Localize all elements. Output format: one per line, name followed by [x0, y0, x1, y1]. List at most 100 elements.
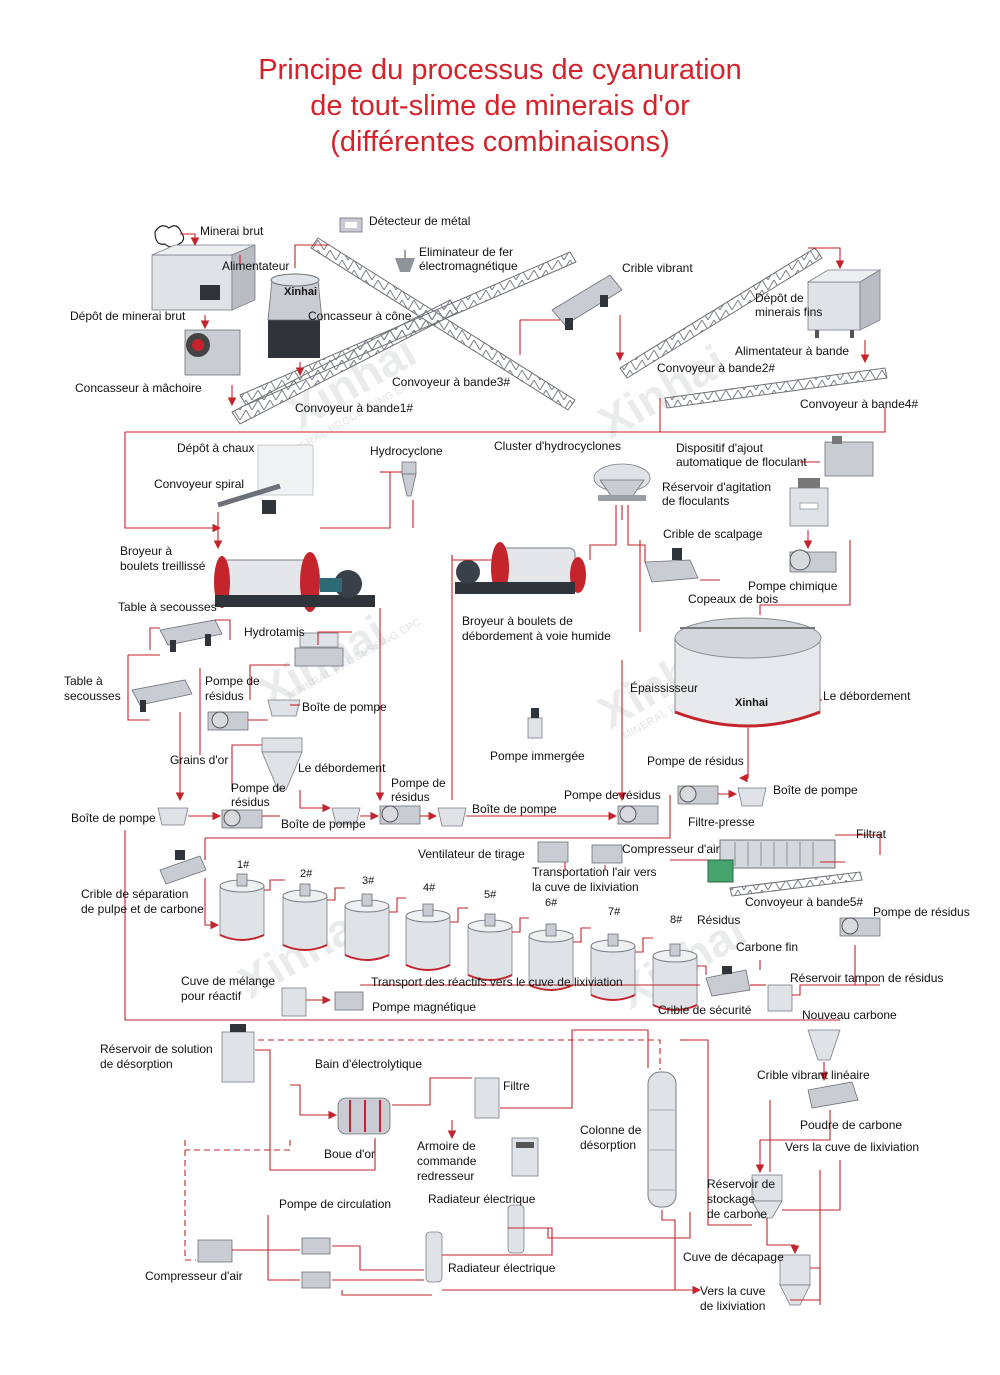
linear-vibrating-screen-icon [807, 1081, 859, 1109]
label-convoyeur-2: Convoyeur à bande2# [657, 361, 775, 375]
label-colonne-1: Colonne de [580, 1123, 642, 1137]
label-bain-electrolytique: Bain d'électrolytique [315, 1057, 422, 1071]
label-crible-separation-1: Crible de séparation [81, 887, 188, 901]
filter-press-icon [707, 839, 836, 883]
label-convoyeur-1: Convoyeur à bande1# [295, 401, 413, 415]
label-transport-reactifs: Transport des réactifs vers le cuve de l… [371, 975, 623, 989]
labels: Minerai brut Détecteur de métal Eliminat… [64, 214, 970, 1313]
label-pompe-residus-far: Pompe de résidus [873, 905, 970, 919]
label-armoire-3: redresseur [417, 1169, 474, 1183]
label-boite-pompe-mid2: Boîte de pompe [472, 802, 557, 816]
label-cluster-hydrocyclones: Cluster d'hydrocyclones [494, 439, 621, 453]
label-alimentateur: Alimentateur [222, 259, 289, 273]
fine-ore-bin-icon [806, 269, 882, 338]
grate-ball-mill-icon [214, 552, 375, 612]
label-cuve-melange-1: Cuve de mélange [181, 974, 275, 988]
label-pompe-immergee: Pompe immergée [490, 749, 585, 763]
label-vers-cuve-bottom-1: Vers la cuve [700, 1284, 766, 1298]
label-convoyeur-3: Convoyeur à bande3# [392, 375, 510, 389]
lime-bin-icon [257, 444, 314, 496]
label-filtre: Filtre [503, 1079, 530, 1093]
submerged-pump-icon [527, 708, 543, 739]
new-carbon-hopper-icon [807, 1029, 841, 1061]
label-boite-pompe-left: Boîte de pompe [71, 811, 156, 825]
label-detecteur-metal: Détecteur de métal [369, 214, 470, 228]
label-grains-or: Grains d'or [170, 753, 228, 767]
desorption-column-icon [647, 1071, 677, 1208]
tailings-pump-a-icon [207, 711, 249, 731]
reagent-mix-tank-icon [281, 987, 307, 1017]
label-crible-vibrant: Crible vibrant [622, 261, 693, 275]
carbon-storage-tank-icon [751, 1174, 783, 1219]
leaching-section: 1# 2# 3# 4# [124, 830, 881, 1021]
label-hydrotamis: Hydrotamis [244, 625, 305, 639]
thickener-icon: Xinhai [674, 617, 822, 728]
shaking-table-top-icon [159, 619, 223, 652]
leach-tank-7: 7# [590, 906, 636, 1001]
label-reservoir-desorption-1: Réservoir de solution [100, 1042, 213, 1056]
label-convoyeur-4: Convoyeur à bande4# [800, 397, 918, 411]
tailings-pump-b-icon [221, 809, 263, 829]
tailings-pump-right-icon [677, 785, 719, 805]
label-le-debordement-mid: Le débordement [298, 761, 386, 775]
label-boite-pompe-mid: Boîte de pompe [281, 817, 366, 831]
label-filtrat: Filtrat [856, 827, 887, 841]
tailings-buffer-tank-icon [767, 984, 793, 1012]
label-broyeur-treillisse-1: Broyeur à [120, 544, 172, 558]
label-cuve-melange-2: pour réactif [181, 989, 242, 1003]
pump-box-left-icon [157, 807, 189, 826]
tank-5-number: 5# [484, 889, 497, 901]
label-reservoir-agitation-2: de floculants [662, 494, 729, 508]
cyclone-cone-icon [261, 737, 303, 791]
raw-ore-icon [154, 225, 185, 248]
label-compresseur-air-bottom: Compresseur d'air [145, 1269, 243, 1283]
label-armoire-1: Armoire de [417, 1139, 476, 1153]
tailings-pump-c-icon [379, 805, 421, 825]
label-pompe-residus-c-2: résidus [391, 790, 430, 804]
label-radiateur-bottom: Radiateur électrique [448, 1261, 556, 1275]
label-pompe-chimique: Pompe chimique [748, 579, 838, 593]
label-pompe-residus-b-2: résidus [231, 795, 270, 809]
label-broyeur-debordement-1: Broyeur à boulets de [462, 614, 573, 628]
label-transport-air-2: la cuve de lixiviation [532, 880, 639, 894]
label-depot-fins-1: Dépôt de [755, 291, 804, 305]
label-depot-minerai-brut: Dépôt de minerai brut [70, 309, 186, 323]
tank-7-number: 7# [608, 906, 621, 918]
label-residus: Résidus [697, 913, 740, 927]
label-minerai-brut: Minerai brut [200, 224, 264, 238]
hydrocyclone-icon [401, 461, 417, 497]
leach-tank-2: 2# [282, 868, 328, 951]
label-broyeur-treillisse-2: boulets treillissé [120, 559, 206, 573]
label-convoyeur-5: Convoyeur à bande5# [745, 895, 863, 909]
metal-detector-icon [339, 217, 363, 233]
tank-4-number: 4# [423, 882, 436, 894]
tailings-pump-mid-icon [617, 805, 659, 825]
flocculant-agitator-icon [789, 478, 829, 527]
label-boite-pompe-right: Boîte de pompe [773, 783, 858, 797]
label-depot-fins-2: minerais fins [755, 305, 822, 319]
spiral-conveyor-icon [217, 483, 281, 514]
label-pompe-residus-mid: Pompe de résidus [564, 788, 661, 802]
acid-wash-tank-icon [779, 1254, 811, 1306]
pump-box-mid-icon [331, 807, 361, 825]
leach-tank-1: 1# [219, 859, 265, 941]
pump-box-top-icon [267, 699, 301, 717]
label-reservoir-tampon: Réservoir tampon de résidus [790, 971, 943, 985]
conveyor-4 [664, 367, 888, 409]
leach-tank-4: 4# [405, 882, 451, 971]
label-colonne-2: désorption [580, 1138, 636, 1152]
crushing-section: Xinhai [124, 217, 888, 533]
pump-box-right-icon [737, 787, 767, 807]
tailings-pump-far-icon [839, 917, 881, 937]
label-concasseur-machoire: Concasseur à mâchoire [75, 381, 202, 395]
label-radiateur-top: Radiateur électrique [428, 1192, 536, 1206]
leach-tanks: 1# 2# 3# 4# [219, 859, 698, 1011]
label-table-secousses-top: Table à secousses [118, 600, 217, 614]
safety-screen-icon [705, 966, 751, 997]
raw-ore-bin-icon [151, 244, 256, 311]
label-hydrocyclone: Hydrocyclone [370, 444, 443, 458]
cone-logo: Xinhai [284, 286, 317, 298]
pump-box-mid2-icon [437, 807, 467, 827]
tank-1-number: 1# [237, 859, 250, 871]
